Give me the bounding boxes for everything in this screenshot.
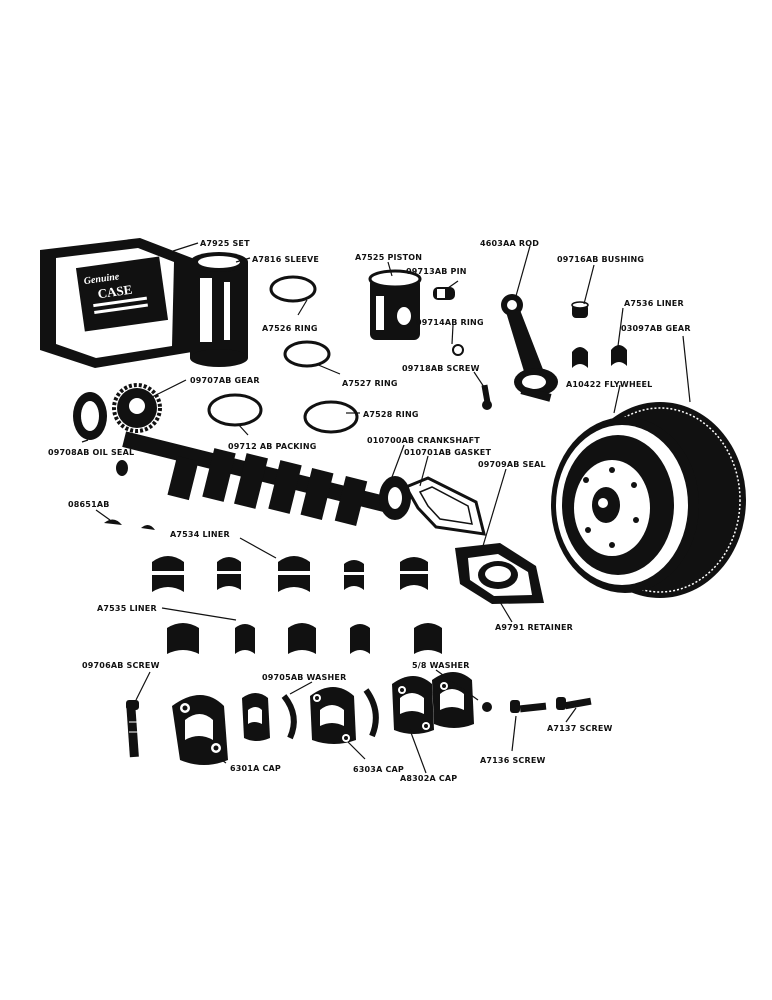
- label-09709ab-seal: 09709AB SEAL: [478, 460, 546, 469]
- 09706ab-screw-part: [126, 700, 139, 758]
- label-09714ab-ring: 09714AB RING: [416, 318, 484, 327]
- label-a7925-set: A7925 SET: [200, 239, 250, 248]
- label-09706ab-screw: 09706AB SCREW: [82, 661, 160, 670]
- a7535-liner-row: [167, 623, 442, 654]
- 4603aa-rod-part: [501, 294, 558, 402]
- label-08651ab: 08651AB: [68, 500, 110, 509]
- label-a7816-sleeve: A7816 SLEEVE: [252, 255, 319, 264]
- 09707ab-gear-part: [112, 383, 162, 433]
- label-09712ab-packing: 09712 AB PACKING: [228, 442, 317, 451]
- a9791-retainer-part: [455, 543, 544, 604]
- a8302a-cap-part: [392, 672, 474, 734]
- label-a7527-ring: A7527 RING: [342, 379, 398, 388]
- a7525-piston-part: [368, 269, 422, 340]
- label-a7137-screw: A7137 SCREW: [547, 724, 613, 733]
- label-a9791-retainer: A9791 RETAINER: [495, 623, 573, 632]
- a7136-screw-part: [510, 700, 547, 713]
- 6301a-cap-part: [172, 695, 228, 765]
- label-09708ab-oil-seal: 09708AB OIL SEAL: [48, 448, 134, 457]
- label-a7536-liner: A7536 LINER: [624, 299, 684, 308]
- 09713ab-pin-part: [433, 287, 455, 300]
- label-a7535-liner: A7535 LINER: [97, 604, 157, 613]
- label-a8302a-cap: A8302A CAP: [400, 774, 457, 783]
- 6303a-cap-part: [310, 687, 356, 744]
- a7528-ring-part: [303, 400, 359, 434]
- 010701ab-gasket-part: [403, 476, 486, 536]
- label-010700ab-crankshaft: 010700AB CRANKSHAFT: [367, 436, 480, 445]
- label-a7136-screw: A7136 SCREW: [480, 756, 546, 765]
- label-6303a-cap: 6303A CAP: [353, 765, 404, 774]
- 09716ab-bushing-part: [571, 301, 589, 318]
- 09714ab-ring-part: [452, 344, 464, 356]
- label-09716ab-bushing: 09716AB BUSHING: [557, 255, 644, 264]
- a7536-liner-part: [572, 345, 627, 368]
- a7527-ring-part: [283, 340, 331, 368]
- 09705ab-washer-part: [281, 688, 379, 740]
- set-box-brand-line2: CASE: [97, 282, 133, 302]
- label-03097ab-gear: 03097AB GEAR: [621, 324, 691, 333]
- set-box-brand-line1: Genuine: [83, 271, 120, 287]
- label-a7528-ring: A7528 RING: [363, 410, 419, 419]
- label-09705ab-washer: 09705AB WASHER: [262, 673, 346, 682]
- a7816-sleeve-part: [190, 252, 248, 367]
- center-cap-part: [242, 693, 270, 741]
- leader-lines: [81, 242, 691, 774]
- 08651ab-key-part: [104, 519, 155, 530]
- label-09713ab-pin: 09713AB PIN: [406, 267, 467, 276]
- label-a7525-piston: A7525 PISTON: [355, 253, 422, 262]
- 5-8-washer-part: [482, 702, 492, 712]
- a7137-screw-part: [556, 697, 592, 710]
- packing-ring-part: [207, 393, 263, 427]
- label-a7526-ring: A7526 RING: [262, 324, 318, 333]
- label-a7534-liner: A7534 LINER: [170, 530, 230, 539]
- label-6301a-cap: 6301A CAP: [230, 764, 281, 773]
- label-09707ab-gear: 09707AB GEAR: [190, 376, 260, 385]
- part-labels: A7925 SET A7816 SLEEVE A7526 RING A7527 …: [48, 239, 691, 783]
- a7526-ring-part: [269, 275, 317, 303]
- label-4603aa-rod: 4603AA ROD: [480, 239, 539, 248]
- 09718ab-screw-part: [481, 384, 492, 410]
- label-09718ab-screw: 09718AB SCREW: [402, 364, 480, 373]
- a7534-liner-row: [152, 556, 428, 592]
- 09708ab-oil-seal-part: [73, 392, 107, 440]
- label-a10422-flywheel: A10422 FLYWHEEL: [566, 380, 652, 389]
- a10422-flywheel-part: [551, 402, 746, 598]
- label-5-8-washer: 5/8 WASHER: [412, 661, 470, 670]
- label-010701ab-gasket: 010701AB GASKET: [404, 448, 491, 457]
- a7925-set-box: Genuine CASE: [40, 238, 192, 368]
- 010700ab-crankshaft-part: [116, 431, 411, 526]
